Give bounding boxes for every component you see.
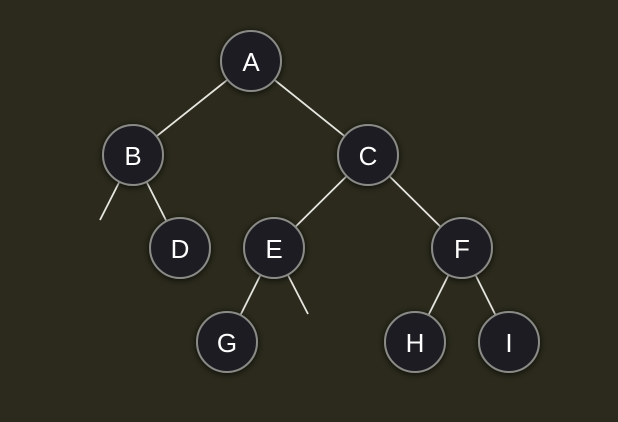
node-label: I <box>505 328 512 358</box>
node-e: E <box>243 217 305 279</box>
node-circle <box>243 217 305 279</box>
node-d: D <box>149 217 211 279</box>
node-circle <box>478 311 540 373</box>
node-circle <box>431 217 493 279</box>
node-label: G <box>217 328 237 358</box>
tree-nodes: A B C D E F G H I <box>102 30 540 373</box>
node-b: B <box>102 124 164 186</box>
node-g: G <box>196 311 258 373</box>
node-circle <box>384 311 446 373</box>
node-label: D <box>171 234 190 264</box>
node-a: A <box>220 30 282 92</box>
node-f: F <box>431 217 493 279</box>
node-label: C <box>359 141 378 171</box>
node-circle <box>102 124 164 186</box>
node-c: C <box>337 124 399 186</box>
node-label: B <box>124 141 141 171</box>
node-label: F <box>454 234 470 264</box>
node-label: H <box>406 328 425 358</box>
tree-edges <box>99 60 510 343</box>
node-label: E <box>265 234 282 264</box>
node-circle <box>220 30 282 92</box>
node-circle <box>196 311 258 373</box>
node-h: H <box>384 311 446 373</box>
node-label: A <box>242 47 260 77</box>
node-circle <box>149 217 211 279</box>
node-i: I <box>478 311 540 373</box>
node-circle <box>337 124 399 186</box>
